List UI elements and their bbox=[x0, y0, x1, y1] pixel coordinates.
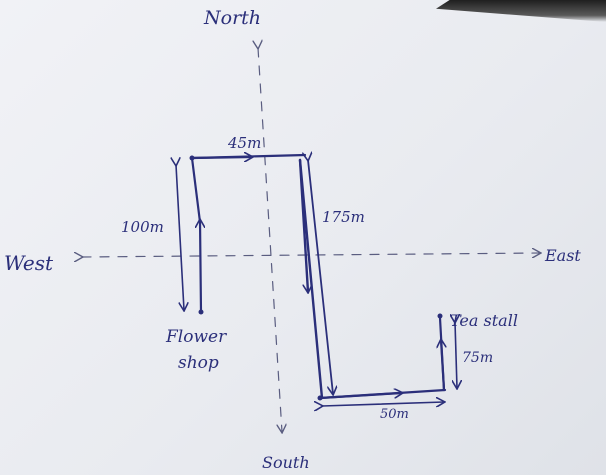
segment-north-100m-continued bbox=[190, 156, 202, 224]
label-flower-shop-line1: Flower bbox=[165, 327, 227, 347]
measure-100m bbox=[176, 165, 184, 310]
north-south-axis bbox=[258, 48, 282, 432]
label-tea-stall: Tea stall bbox=[450, 311, 518, 330]
label-west: West bbox=[4, 251, 54, 275]
label-distance-north-2: 75m bbox=[462, 350, 493, 366]
west-east-axis bbox=[82, 253, 540, 257]
measure-50m bbox=[322, 402, 444, 406]
route bbox=[176, 155, 457, 406]
flower-shop-dot bbox=[198, 309, 204, 315]
segment-north-75m-arrow bbox=[441, 340, 444, 392]
tea-stall-dot bbox=[437, 313, 443, 319]
label-distance-east-2: 50m bbox=[380, 407, 409, 422]
label-south: South bbox=[262, 453, 310, 472]
measure-75m bbox=[455, 322, 457, 388]
label-east: East bbox=[544, 246, 581, 265]
label-north: North bbox=[203, 7, 261, 29]
label-flower-shop: Flower shop bbox=[165, 327, 232, 373]
label-flower-shop-line2: shop bbox=[178, 353, 219, 373]
segment-north-100m bbox=[200, 220, 201, 314]
label-distance-north-1: 100m bbox=[121, 218, 164, 236]
label-distance-south: 175m bbox=[322, 208, 365, 226]
measure-175m bbox=[308, 160, 333, 394]
segment-east-45m-arrow bbox=[190, 157, 252, 158]
label-distance-east-1: 45m bbox=[227, 134, 261, 152]
